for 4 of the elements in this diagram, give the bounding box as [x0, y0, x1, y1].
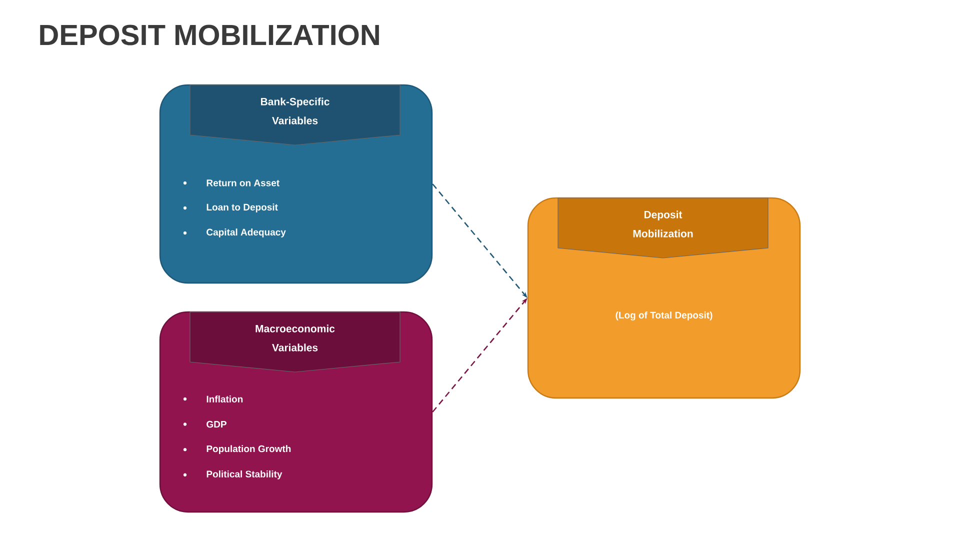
- header-banner: Bank-Specific Variables: [190, 84, 400, 146]
- title: DEPOSIT MOBILIZATION: [40, 24, 379, 46]
- header-banner: Macroeconomic Variables: [190, 312, 400, 372]
- header-banner: Deposit Mobilization: [558, 198, 768, 258]
